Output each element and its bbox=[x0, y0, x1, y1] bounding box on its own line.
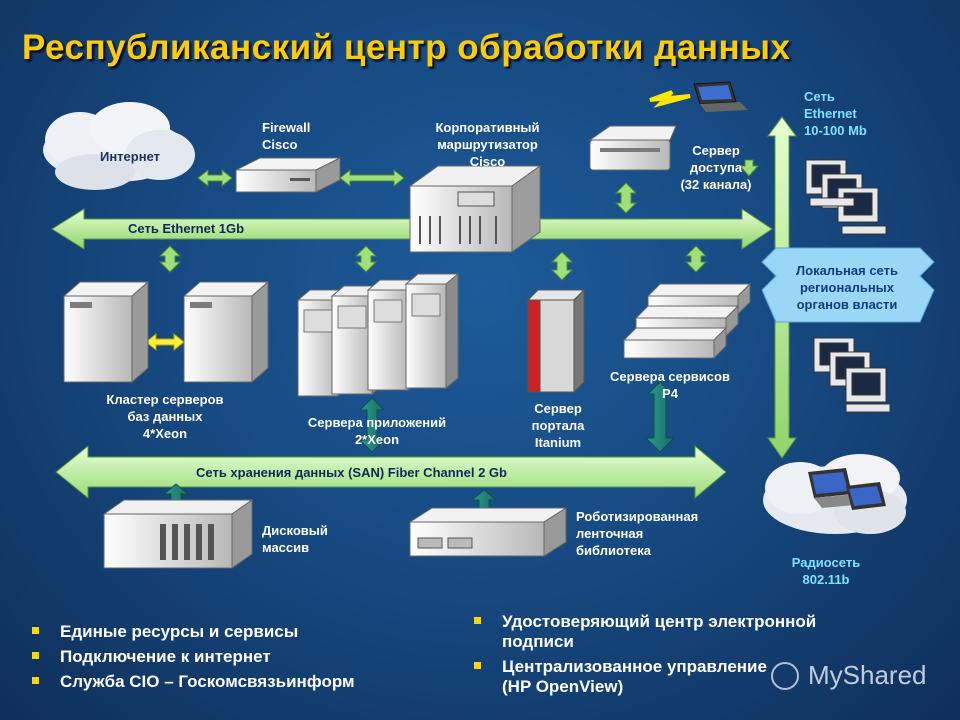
db-cluster-label: Кластер серверов баз данных 4*Xeon bbox=[106, 392, 224, 441]
page-title: Республиканский центр обработки данных bbox=[22, 28, 791, 67]
router-label: Корпоративный маршрутизатор Cisco bbox=[435, 120, 540, 169]
san-label: Сеть хранения данных (SAN) Fiber Channel… bbox=[196, 465, 507, 480]
bullet-item: Удостоверяющий центр электронной подписи bbox=[468, 612, 938, 652]
ethernet-1gb-label: Сеть Ethernet 1Gb bbox=[128, 221, 245, 236]
firewall-label: Firewall Cisco bbox=[262, 120, 311, 152]
app-servers bbox=[296, 272, 460, 398]
bullet-item: Единые ресурсы и сервисы bbox=[26, 622, 456, 642]
internet-label: Интернет bbox=[99, 149, 160, 164]
router-device bbox=[408, 165, 542, 253]
firewall-device bbox=[235, 157, 341, 193]
tape-library-device bbox=[408, 507, 568, 557]
access-server-device bbox=[588, 81, 748, 171]
ethernet-lan-label: Сеть Ethernet 10-100 Mb bbox=[804, 89, 867, 138]
watermark-text: MyShared bbox=[808, 660, 927, 690]
san-bus bbox=[55, 444, 727, 500]
bullet-list-right: Удостоверяющий центр электронной подписи… bbox=[468, 612, 938, 702]
bullet-list-left: Единые ресурсы и сервисы Подключение к и… bbox=[26, 622, 456, 697]
db-server-1 bbox=[62, 280, 150, 384]
tape-library-label: Роботизированная ленточная библиотека bbox=[576, 509, 699, 558]
bullet-item: Подключение к интернет bbox=[26, 647, 456, 667]
bullet-item: Служба CIO – Госкомсвязьинформ bbox=[26, 672, 456, 692]
portal-server-label: Сервер портала Itanium bbox=[531, 401, 585, 450]
bullet-item: Централизованное управление (HP OpenView… bbox=[468, 657, 938, 697]
radio-network-cloud bbox=[763, 454, 907, 534]
local-network-banner bbox=[761, 247, 935, 323]
radio-network-label: Радиосеть 802.11b bbox=[791, 555, 861, 587]
disk-array-device bbox=[102, 499, 254, 569]
portal-server-device bbox=[526, 288, 586, 394]
workstations-bottom bbox=[813, 337, 891, 413]
local-network-label: Локальная сеть региональных органов влас… bbox=[796, 263, 898, 312]
db-server-2 bbox=[182, 280, 270, 384]
access-server-label: Сервер доступа (32 канала) bbox=[680, 143, 752, 192]
service-servers-label: Сервера сервисов P4 bbox=[610, 369, 730, 401]
disk-array-label: Дисковый массив bbox=[262, 523, 328, 555]
workstations-top bbox=[805, 159, 887, 235]
service-servers bbox=[622, 282, 752, 360]
app-servers-label: Сервера приложений 2*Xeon bbox=[307, 415, 447, 447]
internet-cloud bbox=[43, 102, 195, 190]
